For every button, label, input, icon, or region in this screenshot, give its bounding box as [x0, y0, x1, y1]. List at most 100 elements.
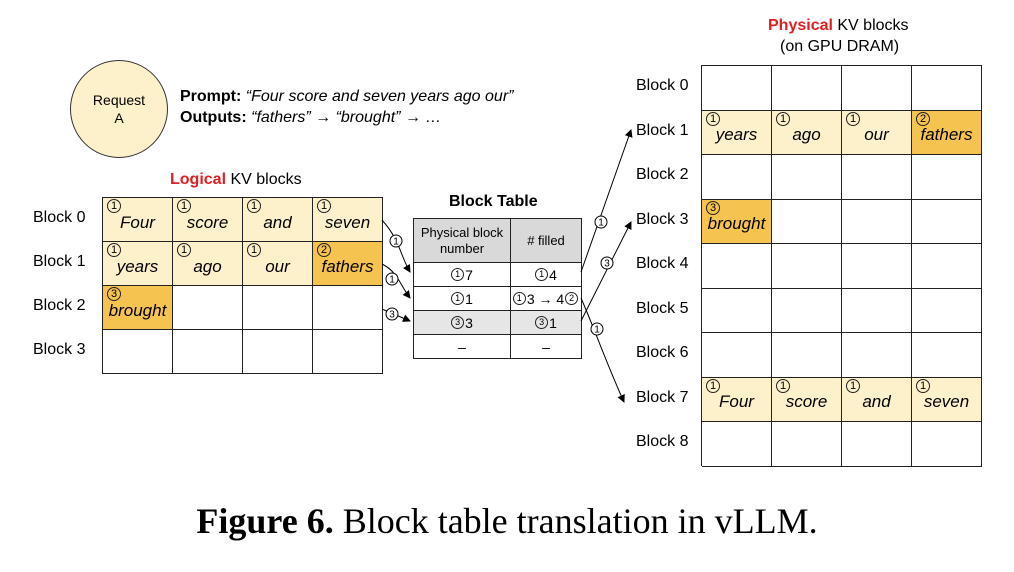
token-word: ago: [193, 256, 222, 276]
step-circle: 1: [512, 292, 526, 305]
token-step-number: 1: [247, 199, 261, 213]
prompt-text: “Four score and seven years ago our”: [245, 88, 514, 105]
token-step-number: 2: [916, 111, 930, 126]
physical-block-number-cell: –: [414, 335, 511, 359]
token-word: years: [116, 256, 159, 276]
token-step-number: 1: [776, 378, 790, 393]
token-step-number: 3: [706, 200, 720, 215]
token-step-number: 1: [776, 111, 790, 126]
prompt-description: Prompt: “Four score and seven years ago …: [180, 86, 513, 128]
step-circle: 3: [451, 316, 465, 329]
token-word: ago: [792, 125, 821, 145]
physical-kv-title: Physical KV blocks: [768, 17, 909, 35]
header-num-filled: # filled: [511, 219, 582, 263]
physical-row-label: Block 2: [636, 166, 689, 184]
physical-cell: [912, 422, 982, 467]
token-step-number: 1: [177, 199, 191, 213]
token-word: seven: [324, 212, 371, 232]
token-step-number: 1: [706, 111, 720, 126]
prompt-label: Prompt:: [180, 88, 242, 105]
physical-cell: [702, 155, 772, 200]
arrow-step-circle: [594, 215, 608, 229]
arrow-logical-b0: [381, 219, 411, 273]
physical-title-rest: KV blocks: [832, 17, 909, 34]
token-step-number: 1: [107, 243, 121, 257]
physical-cell: [772, 244, 842, 289]
token-word: our: [265, 256, 290, 276]
logical-row-label: Block 1: [33, 253, 86, 270]
token-step-number: 1: [706, 378, 720, 393]
logical-cell: [313, 330, 383, 374]
num-filled-cell: –: [511, 335, 582, 359]
token-step-number: 1: [317, 199, 331, 213]
physical-row-label: Block 7: [636, 388, 689, 406]
physical-row-label: Block 8: [636, 433, 689, 451]
figure-caption: Figure 6. Block table translation in vLL…: [0, 500, 1014, 542]
caption-bold: Figure 6.: [196, 501, 334, 541]
physical-cell: [842, 422, 912, 467]
token-word: seven: [923, 392, 970, 412]
arrow-step-number: 3: [389, 310, 395, 321]
step-circle: 1: [451, 268, 465, 281]
arrow-step-circle: [600, 256, 614, 270]
physical-row-label: Block 3: [636, 210, 689, 228]
physical-cell: [772, 66, 842, 111]
outputs-label: Outputs:: [180, 109, 247, 126]
physical-cell: [842, 244, 912, 289]
token-step-number: 3: [107, 287, 121, 301]
arrow-step-number: 1: [393, 237, 399, 248]
arrow-bt-row0: [580, 129, 633, 273]
token-step-number: 1: [916, 378, 930, 393]
physical-cell: [772, 199, 842, 244]
token-step-number: 1: [247, 243, 261, 257]
request-label: Request: [92, 92, 146, 108]
step-circle: 2: [565, 292, 579, 305]
token-word: and: [862, 392, 891, 412]
step-circle: 1: [535, 268, 549, 281]
token-word: years: [715, 125, 758, 145]
physical-cell: [912, 333, 982, 378]
physical-cell: [702, 333, 772, 378]
physical-row-label: Block 4: [636, 255, 689, 273]
token-word: our: [864, 125, 889, 145]
logical-cell: [173, 330, 243, 374]
token-word: Four: [719, 392, 754, 412]
token-word: brought: [707, 214, 766, 234]
token-word: fathers: [321, 256, 374, 276]
physical-cell: [772, 422, 842, 467]
arrow-step-circle: [590, 322, 604, 336]
logical-cell: 1 our: [243, 242, 313, 286]
header-physical-block-number: Physical block number: [414, 219, 511, 263]
physical-cell: [842, 333, 912, 378]
token-step-number: 1: [846, 378, 860, 393]
logical-row-label: Block 3: [33, 341, 86, 358]
logical-cell: [173, 286, 243, 330]
token-word: fathers: [920, 125, 973, 145]
step-circle: 1: [451, 292, 465, 305]
arrow-bt-row1: [580, 297, 625, 403]
token-step-number: 1: [107, 199, 121, 213]
request-a-circle: Request A: [70, 60, 168, 158]
logical-title-rest: KV blocks: [226, 171, 302, 188]
physical-cell: [912, 244, 982, 289]
physical-cell: [842, 66, 912, 111]
